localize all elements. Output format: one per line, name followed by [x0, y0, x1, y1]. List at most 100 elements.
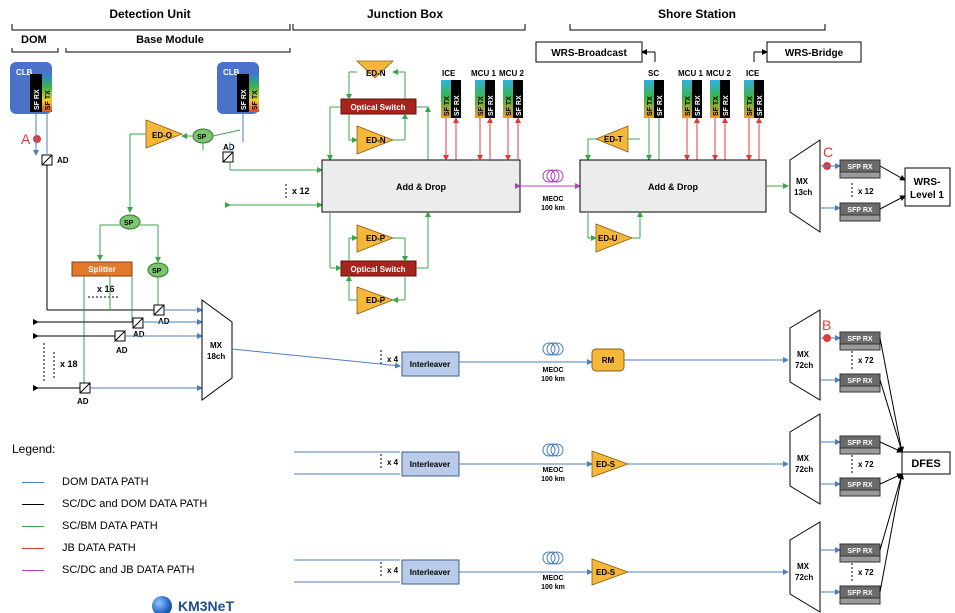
- base-module-title: Base Module: [136, 34, 204, 46]
- x12-junction-label: x 12: [292, 186, 310, 196]
- svg-text:ED-T: ED-T: [604, 135, 623, 144]
- ad-stack-4: AD: [77, 382, 91, 406]
- svg-text:SFP RX: SFP RX: [847, 378, 872, 385]
- splitter-sp-mid: SP: [119, 214, 141, 230]
- sfp-rx-3-2: SFP RX: [839, 585, 881, 605]
- row-3-interleaver: Interleaver: [410, 568, 450, 577]
- clb-base-sftx: SF TX: [252, 90, 259, 110]
- svg-text:72ch: 72ch: [795, 573, 813, 582]
- row-3-x4-label: x 4: [387, 566, 399, 575]
- point-b-label: B: [822, 317, 831, 333]
- splitter-sp-top: SP: [192, 128, 214, 144]
- svg-text:SC: SC: [648, 69, 659, 78]
- svg-text:AD: AD: [116, 346, 128, 355]
- sfp-rx-c2: SFP RX: [839, 202, 881, 222]
- svg-text:SF RX: SF RX: [757, 95, 764, 116]
- svg-text:100 km: 100 km: [541, 476, 565, 483]
- svg-text:AD: AD: [57, 156, 69, 165]
- svg-text:SFP RX: SFP RX: [847, 336, 872, 343]
- legend-item: JB DATA PATH: [22, 542, 136, 554]
- amp-ed-u: ED-U: [595, 223, 634, 253]
- svg-text:100 km: 100 km: [541, 376, 565, 383]
- legend-label: SC/BM DATA PATH: [62, 520, 158, 532]
- svg-text:Add & Drop: Add & Drop: [396, 182, 446, 192]
- svg-text:72ch: 72ch: [795, 465, 813, 474]
- ad-stack-1: AD: [153, 304, 170, 326]
- dom-title: DOM: [21, 34, 47, 46]
- amp-ed-t: ED-T: [594, 125, 629, 153]
- amp-ed-o: ED-O: [145, 119, 184, 149]
- svg-text:WRS-Broadcast: WRS-Broadcast: [551, 48, 627, 59]
- legend-label: SC/DC and DOM DATA PATH: [62, 498, 208, 510]
- x16-label: x 16: [97, 284, 115, 294]
- svg-text:MX: MX: [797, 562, 810, 571]
- legend-item: SC/DC and DOM DATA PATH: [22, 498, 207, 510]
- svg-text:SFP RX: SFP RX: [847, 590, 872, 597]
- shore-red-links: [684, 117, 762, 161]
- svg-text:ED-O: ED-O: [152, 131, 172, 140]
- amp-ed-n-top: ED-N: [355, 60, 395, 79]
- x72-label-2: x 72: [858, 460, 874, 469]
- amp-ed-n-bottom: ED-N: [356, 125, 395, 155]
- sfp-rx-2-2: SFP RX: [839, 477, 881, 497]
- ad-base: AD: [222, 143, 235, 163]
- row-2-x4-label: x 4: [387, 458, 399, 467]
- legend-swatch: [22, 569, 44, 571]
- legend-item: SC/BM DATA PATH: [22, 520, 158, 532]
- legend-swatch: [22, 481, 44, 483]
- clb-base: CLB SF RX SF TX: [217, 62, 259, 114]
- svg-text:SF RX: SF RX: [516, 95, 523, 116]
- clb-dom: CLB SF RX SF TX: [10, 62, 52, 114]
- svg-text:Optical Switch: Optical Switch: [350, 103, 405, 112]
- svg-text:18ch: 18ch: [207, 352, 225, 361]
- wrs-bridge-box: WRS-Bridge: [766, 41, 862, 63]
- svg-text:SF TX: SF TX: [478, 96, 485, 116]
- svg-text:SFP RX: SFP RX: [847, 164, 872, 171]
- svg-text:ED-P: ED-P: [366, 296, 386, 305]
- svg-text:RM: RM: [602, 356, 615, 365]
- svg-text:SP: SP: [152, 268, 162, 275]
- wrs-level1-box: WRS- Level 1: [904, 167, 951, 207]
- svg-text:ICE: ICE: [442, 69, 456, 78]
- svg-text:100 km: 100 km: [541, 205, 565, 212]
- svg-text:ED-U: ED-U: [598, 234, 618, 243]
- legend-swatch: [22, 503, 44, 505]
- sfp-rx-2-1: SFP RX: [839, 435, 881, 455]
- ad-dom: AD: [41, 154, 69, 166]
- svg-text:AD: AD: [77, 397, 89, 406]
- svg-text:MX: MX: [210, 341, 223, 350]
- svg-text:Optical Switch: Optical Switch: [350, 265, 405, 274]
- ad-stack-3: AD: [114, 330, 128, 355]
- svg-text:AD: AD: [133, 330, 145, 339]
- svg-text:ED-N: ED-N: [366, 69, 386, 78]
- svg-text:ICE: ICE: [746, 69, 760, 78]
- svg-text:ED-P: ED-P: [366, 234, 386, 243]
- add-drop-junction: Add & Drop: [321, 159, 521, 213]
- svg-text:ED-N: ED-N: [366, 136, 386, 145]
- row-3-ed-s: ED-S: [596, 568, 616, 577]
- svg-text:SF TX: SF TX: [713, 96, 720, 116]
- optical-switch-bottom: Optical Switch: [340, 260, 417, 277]
- shore-station-title: Shore Station: [658, 7, 736, 21]
- optical-switch-top: Optical Switch: [340, 98, 417, 115]
- legend-label: SC/DC and JB DATA PATH: [62, 564, 195, 576]
- svg-text:MEOC: MEOC: [543, 196, 564, 203]
- sfp-rx-1-1: SFP RX: [839, 331, 881, 351]
- mux-18ch: MX 18ch: [201, 299, 233, 401]
- svg-text:Splitter: Splitter: [88, 265, 116, 274]
- row-2-ed-s: ED-S: [596, 460, 616, 469]
- x72-label-3: x 72: [858, 568, 874, 577]
- svg-text:SF TX: SF TX: [647, 96, 654, 116]
- wrs-broadcast-box: WRS-Broadcast: [535, 41, 643, 63]
- x12-shore-label: x 12: [858, 187, 874, 196]
- row1-meoc: MEOC 100 km: [541, 342, 565, 383]
- clb-dom-sfrx: SF RX: [34, 89, 41, 110]
- svg-text:MEOC: MEOC: [543, 467, 564, 474]
